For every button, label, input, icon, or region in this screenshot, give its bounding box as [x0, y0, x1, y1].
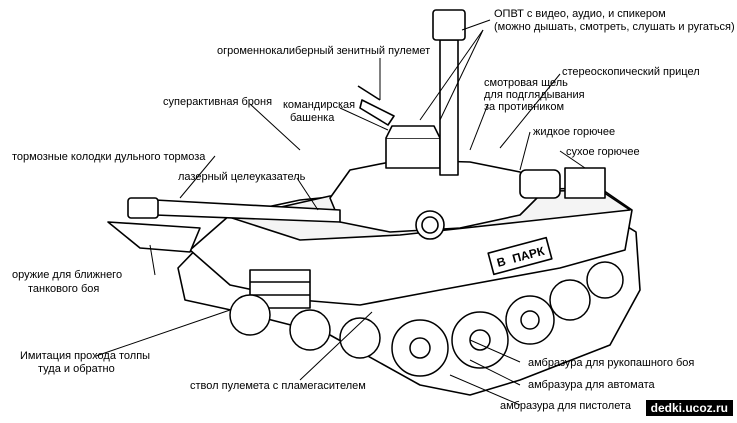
- callout-crowd-1: Имитация прохода толпы: [20, 350, 151, 362]
- callout-stereo-sight: стереоскопический прицел: [562, 66, 700, 78]
- callout-melee-1: оружие для ближнего: [12, 269, 123, 281]
- snorkel-head: [432, 9, 466, 41]
- aa-machine-gun: [359, 99, 395, 126]
- callout-vision-slit-2: для подглядывания: [484, 89, 585, 101]
- callout-laser: лазерный целеуказатель: [178, 171, 306, 183]
- callout-brake-pads: тормозные колодки дульного тормоза: [12, 151, 206, 163]
- fuel-tank: [519, 169, 561, 199]
- commander-cupola: [385, 137, 441, 169]
- road-wheel: [339, 317, 381, 359]
- road-wheel: [549, 279, 591, 321]
- road-wheels: [229, 261, 624, 377]
- callout-opvt-note: (можно дышать, смотреть, слушать и ругат…: [494, 21, 735, 33]
- road-wheel: [586, 261, 624, 299]
- callout-vision-slit-3: за противником: [484, 101, 565, 113]
- callout-cmd-cupola-1: командирская: [283, 99, 356, 111]
- muzzle-brake: [127, 197, 159, 219]
- blade-weapon: [107, 221, 201, 253]
- callout-emb-pistol: амбразура для пистолета: [500, 400, 632, 412]
- snorkel-tube: [439, 39, 459, 176]
- callout-aa-mg: огроменнокалиберный зенитный пулемет: [217, 45, 431, 57]
- dry-fuel-crate: [564, 167, 606, 199]
- leader-lines: [95, 19, 586, 406]
- road-wheel: [289, 309, 331, 351]
- callout-liquid-fuel: жидкое горючее: [533, 126, 616, 138]
- watermark[interactable]: dedki.ucoz.ru: [645, 400, 733, 416]
- callout-emb-rifle: амбразура для автомата: [528, 379, 655, 391]
- road-wheel: [229, 294, 271, 336]
- callout-super-armor: суперактивная броня: [163, 96, 273, 108]
- hull-sign-box: [487, 236, 553, 276]
- callout-melee-2: танкового боя: [28, 283, 100, 295]
- callout-crowd-2: туда и обратно: [38, 363, 115, 375]
- hull-sign-left: В: [495, 254, 507, 270]
- callout-emb-hand: амбразура для рукопашного боя: [528, 357, 695, 369]
- callout-vision-slit-1: смотровая щель: [484, 77, 568, 89]
- callout-dry-fuel: сухое горючее: [566, 146, 640, 158]
- callout-cmd-cupola-2: башенка: [290, 112, 335, 124]
- callout-opvt: ОПВТ с видео, аудио, и спикером: [494, 8, 666, 20]
- callout-mg-flamer: ствол пулемета с пламегасителем: [190, 380, 366, 392]
